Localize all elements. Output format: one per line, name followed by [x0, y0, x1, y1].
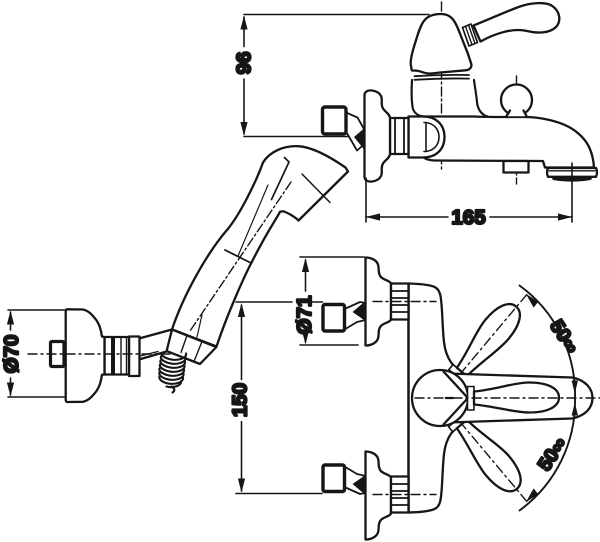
svg-text:96: 96	[233, 52, 256, 75]
svg-text:Ø70: Ø70	[0, 335, 23, 374]
svg-text:150: 150	[229, 383, 252, 417]
svg-text:Ø71: Ø71	[293, 296, 316, 335]
svg-text:165: 165	[451, 206, 485, 229]
